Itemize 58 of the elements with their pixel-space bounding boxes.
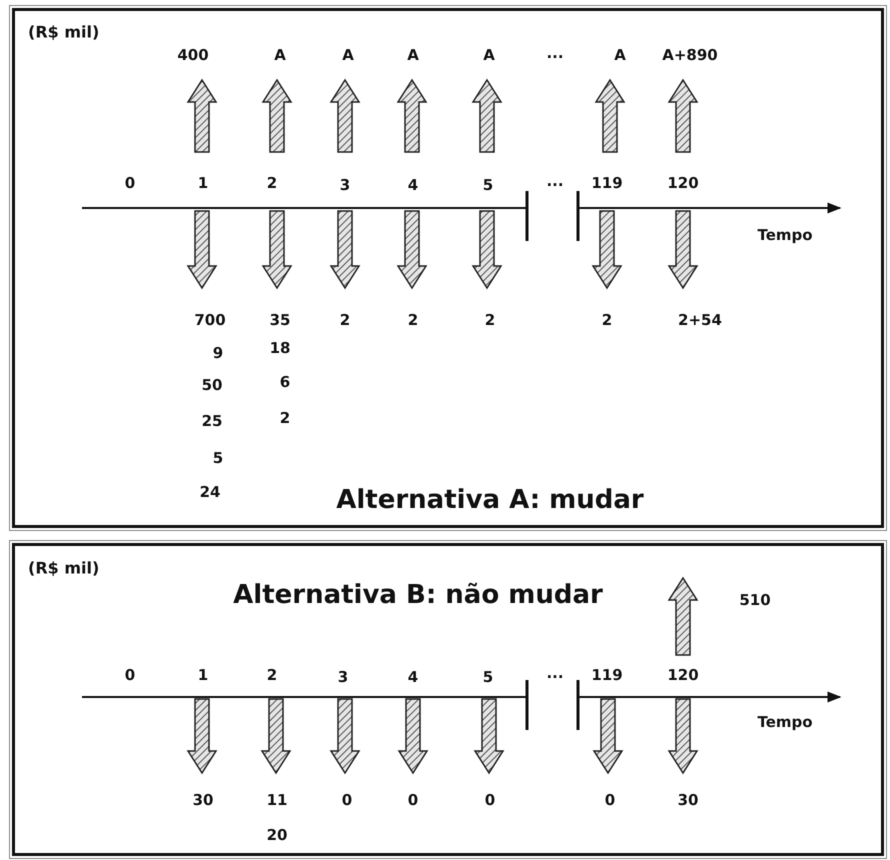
value-label: 0 xyxy=(124,666,136,684)
value-label: 2 xyxy=(484,311,496,329)
value-label: 2+54 xyxy=(678,311,722,329)
panel-title: Alternativa B: não mudar xyxy=(233,580,603,610)
value-label: 400 xyxy=(177,46,209,64)
value-label: 2 xyxy=(280,409,290,427)
value-label: 5 xyxy=(482,176,494,194)
value-label: 700 xyxy=(194,311,226,329)
value-label: 119 xyxy=(591,174,623,192)
value-label: 3 xyxy=(338,668,348,686)
value-label: A xyxy=(274,46,286,64)
value-label: 0 xyxy=(408,791,418,809)
value-label: 50 xyxy=(202,376,222,394)
value-label: 6 xyxy=(280,373,290,391)
value-label: 1 xyxy=(198,174,208,192)
value-label: 9 xyxy=(212,344,224,362)
value-label: 5 xyxy=(482,668,494,686)
value-label: 2 xyxy=(340,311,350,329)
value-label: 4 xyxy=(408,176,418,194)
value-label: 119 xyxy=(591,666,623,684)
value-label: Tempo xyxy=(757,713,813,731)
value-label: 1 xyxy=(198,666,208,684)
value-label: 11 xyxy=(266,791,288,809)
value-label: Tempo xyxy=(757,226,813,244)
value-label: 0 xyxy=(342,791,352,809)
panel-frame xyxy=(12,543,884,856)
value-label: 35 xyxy=(270,311,290,329)
value-label: 2 xyxy=(266,174,278,192)
value-label: ... xyxy=(546,172,564,190)
value-label: A xyxy=(614,46,626,64)
value-label: 18 xyxy=(270,339,290,357)
value-label: 510 xyxy=(739,591,771,609)
value-label: A xyxy=(407,46,419,64)
value-label: 4 xyxy=(408,668,418,686)
value-label: A xyxy=(342,46,354,64)
panel-title: Alternativa A: mudar xyxy=(336,485,644,515)
value-label: ... xyxy=(546,44,564,62)
value-label: 0 xyxy=(604,791,616,809)
value-label: 120 xyxy=(667,174,699,192)
value-label: 120 xyxy=(667,666,699,684)
value-label: 30 xyxy=(192,791,214,809)
value-label: 0 xyxy=(124,174,136,192)
value-label: 3 xyxy=(340,176,350,194)
value-label: (R$ mil) xyxy=(28,22,100,42)
value-label: 25 xyxy=(202,412,222,430)
value-label: A xyxy=(483,46,495,64)
value-label: 2 xyxy=(602,311,612,329)
value-label: (R$ mil) xyxy=(28,558,100,578)
panel-frame xyxy=(12,8,884,528)
value-label: 0 xyxy=(484,791,496,809)
value-label: A+890 xyxy=(662,46,718,64)
value-label: 2 xyxy=(408,311,418,329)
value-label: 5 xyxy=(212,449,224,467)
value-label: 2 xyxy=(266,666,278,684)
value-label: 24 xyxy=(200,483,220,501)
value-label: ... xyxy=(546,664,564,682)
value-label: 30 xyxy=(678,791,698,809)
value-label: 20 xyxy=(266,826,288,844)
